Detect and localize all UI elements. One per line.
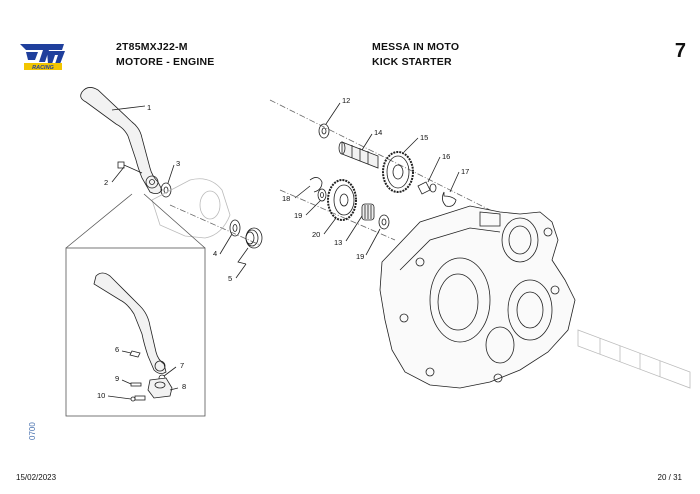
housing-outline: [151, 178, 231, 239]
callout-17: 17: [461, 167, 469, 176]
spring-part: [237, 227, 263, 265]
callout-1: 1: [147, 103, 151, 112]
detail-box: [65, 247, 206, 417]
callout-15: 15: [420, 133, 428, 142]
shaft-axis-line: [269, 99, 501, 216]
callout-16: 16: [442, 152, 450, 161]
washer-19-bottom-part: [378, 214, 390, 230]
page-index: 7: [674, 40, 686, 62]
callout-labels: 1 2 3 4 5 6 7 8 9 10 12 13 14 15 16 17 1…: [97, 96, 469, 400]
detail-pin-9: [130, 382, 142, 387]
model-code: 2T85MXJ22-M: [116, 41, 188, 53]
footer-page-number: 20 / 31: [657, 473, 682, 482]
clip-17-part: [442, 191, 457, 207]
detail-kick-pedal: [93, 272, 167, 374]
ratchet-16-part: [417, 181, 437, 195]
callout-2: 2: [104, 178, 108, 187]
detail-connector: [65, 193, 133, 249]
callout-19-top: 19: [294, 211, 302, 220]
page-title-english: KICK STARTER: [372, 56, 452, 68]
needle-bearing-13-part: [361, 203, 375, 221]
callout-3: 3: [176, 159, 180, 168]
tm-racing-logo: RACING: [20, 44, 65, 71]
detail-screw-6: [129, 350, 141, 358]
bolt-part: [117, 161, 143, 174]
callout-20: 20: [312, 230, 320, 239]
crankcase-part: [379, 205, 576, 389]
gear-15-part: [382, 151, 414, 193]
callout-7: 7: [180, 361, 184, 370]
callout-18: 18: [282, 194, 290, 203]
washer-12-part: [318, 123, 330, 139]
detail-bracket-8: [147, 377, 173, 399]
output-shaft-outline: [577, 329, 691, 389]
callout-8: 8: [182, 382, 186, 391]
kick-shaft-part: [338, 141, 379, 169]
gear-20-part: [327, 179, 357, 221]
callout-10: 10: [97, 391, 105, 400]
callout-6: 6: [115, 345, 119, 354]
circlip-18-part: [309, 177, 323, 193]
callout-14: 14: [374, 128, 382, 137]
group-name: MOTORE - ENGINE: [116, 56, 215, 68]
callout-12: 12: [342, 96, 350, 105]
callout-19-bottom: 19: [356, 252, 364, 261]
footer-date: 15/02/2023: [16, 473, 57, 482]
page-title-italian: MESSA IN MOTO: [372, 41, 460, 53]
gear-axis-line: [279, 189, 396, 241]
kick-pedal-part: [80, 87, 163, 194]
detail-ball-10: [130, 395, 146, 402]
callout-9: 9: [115, 374, 119, 383]
washer-19-top-part: [317, 188, 327, 202]
callout-13: 13: [334, 238, 342, 247]
bushing-part: [229, 219, 241, 237]
pedal-axis-line: [169, 204, 261, 246]
logo-subtext: RACING: [32, 65, 54, 71]
callout-5: 5: [228, 274, 232, 283]
side-code: 0700: [28, 422, 37, 440]
callout-4: 4: [213, 249, 217, 258]
